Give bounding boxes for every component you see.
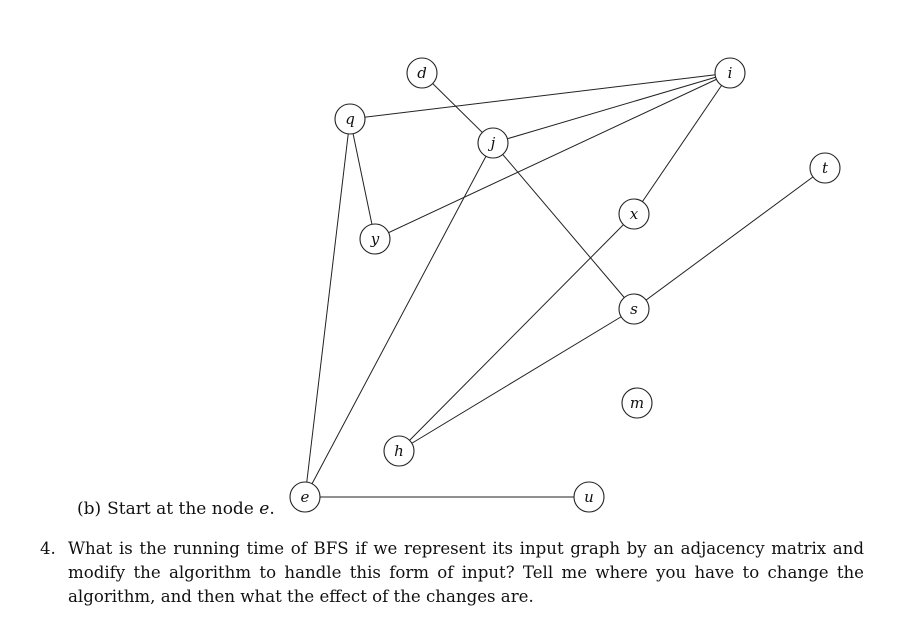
question-4: 4. What is the running time of BFS if we… [40,537,864,609]
edge-j-e [304,142,494,498]
node-label-u: u [584,488,594,506]
node-circle-d [406,57,438,89]
node-circle-i [714,57,746,89]
node-e: e [289,481,321,513]
node-circle-j [477,127,509,159]
graph-figure: d i q j t x y s m h e u [289,57,841,513]
node-circle-m [621,387,653,419]
part-b-text: Start at the node [107,499,254,519]
node-label-m: m [630,394,644,412]
node-circle-e [289,481,321,513]
node-d: d [406,57,438,89]
part-b-prompt: (b)Start at the node e. [77,497,275,521]
node-i: i [714,57,746,89]
node-circle-s [618,293,650,325]
node-label-q: q [345,110,355,128]
node-m: m [621,387,653,419]
edge-j-i [492,72,731,144]
node-label-j: j [488,134,496,152]
edge-d-j [421,72,494,144]
part-b-label: (b) [77,499,102,519]
node-h: h [383,435,415,467]
graph-edges [304,72,826,498]
node-circle-y [359,223,391,255]
edge-y-i [374,72,731,240]
node-label-x: x [630,205,639,223]
node-q: q [334,103,366,135]
node-circle-t [809,152,841,184]
question-text: What is the running time of BFS if we re… [68,539,864,606]
node-t: t [809,152,841,184]
node-y: y [359,223,391,255]
edge-q-i [349,72,731,120]
node-s: s [618,293,650,325]
node-label-y: y [370,230,380,248]
node-label-t: t [822,159,829,177]
edge-x-h [398,213,635,452]
edge-j-s [492,142,635,310]
node-circle-q [334,103,366,135]
edge-t-s [633,167,826,310]
part-b-start-node: e [259,499,270,519]
node-j: j [477,127,509,159]
part-b-period: . [269,499,275,519]
node-label-e: e [301,488,310,506]
node-circle-h [383,435,415,467]
node-label-h: h [394,442,404,460]
question-number: 4. [40,539,56,558]
graph-nodes: d i q j t x y s m h e u [289,57,841,513]
node-x: x [618,198,650,230]
edge-q-y [349,118,376,240]
node-label-s: s [630,300,638,318]
node-circle-u [573,481,605,513]
node-circle-x [618,198,650,230]
edge-x-i [633,72,731,215]
node-label-d: d [417,64,427,82]
node-u: u [573,481,605,513]
edge-q-e [304,118,351,498]
node-label-i: i [728,64,733,82]
edge-s-h [398,308,635,452]
